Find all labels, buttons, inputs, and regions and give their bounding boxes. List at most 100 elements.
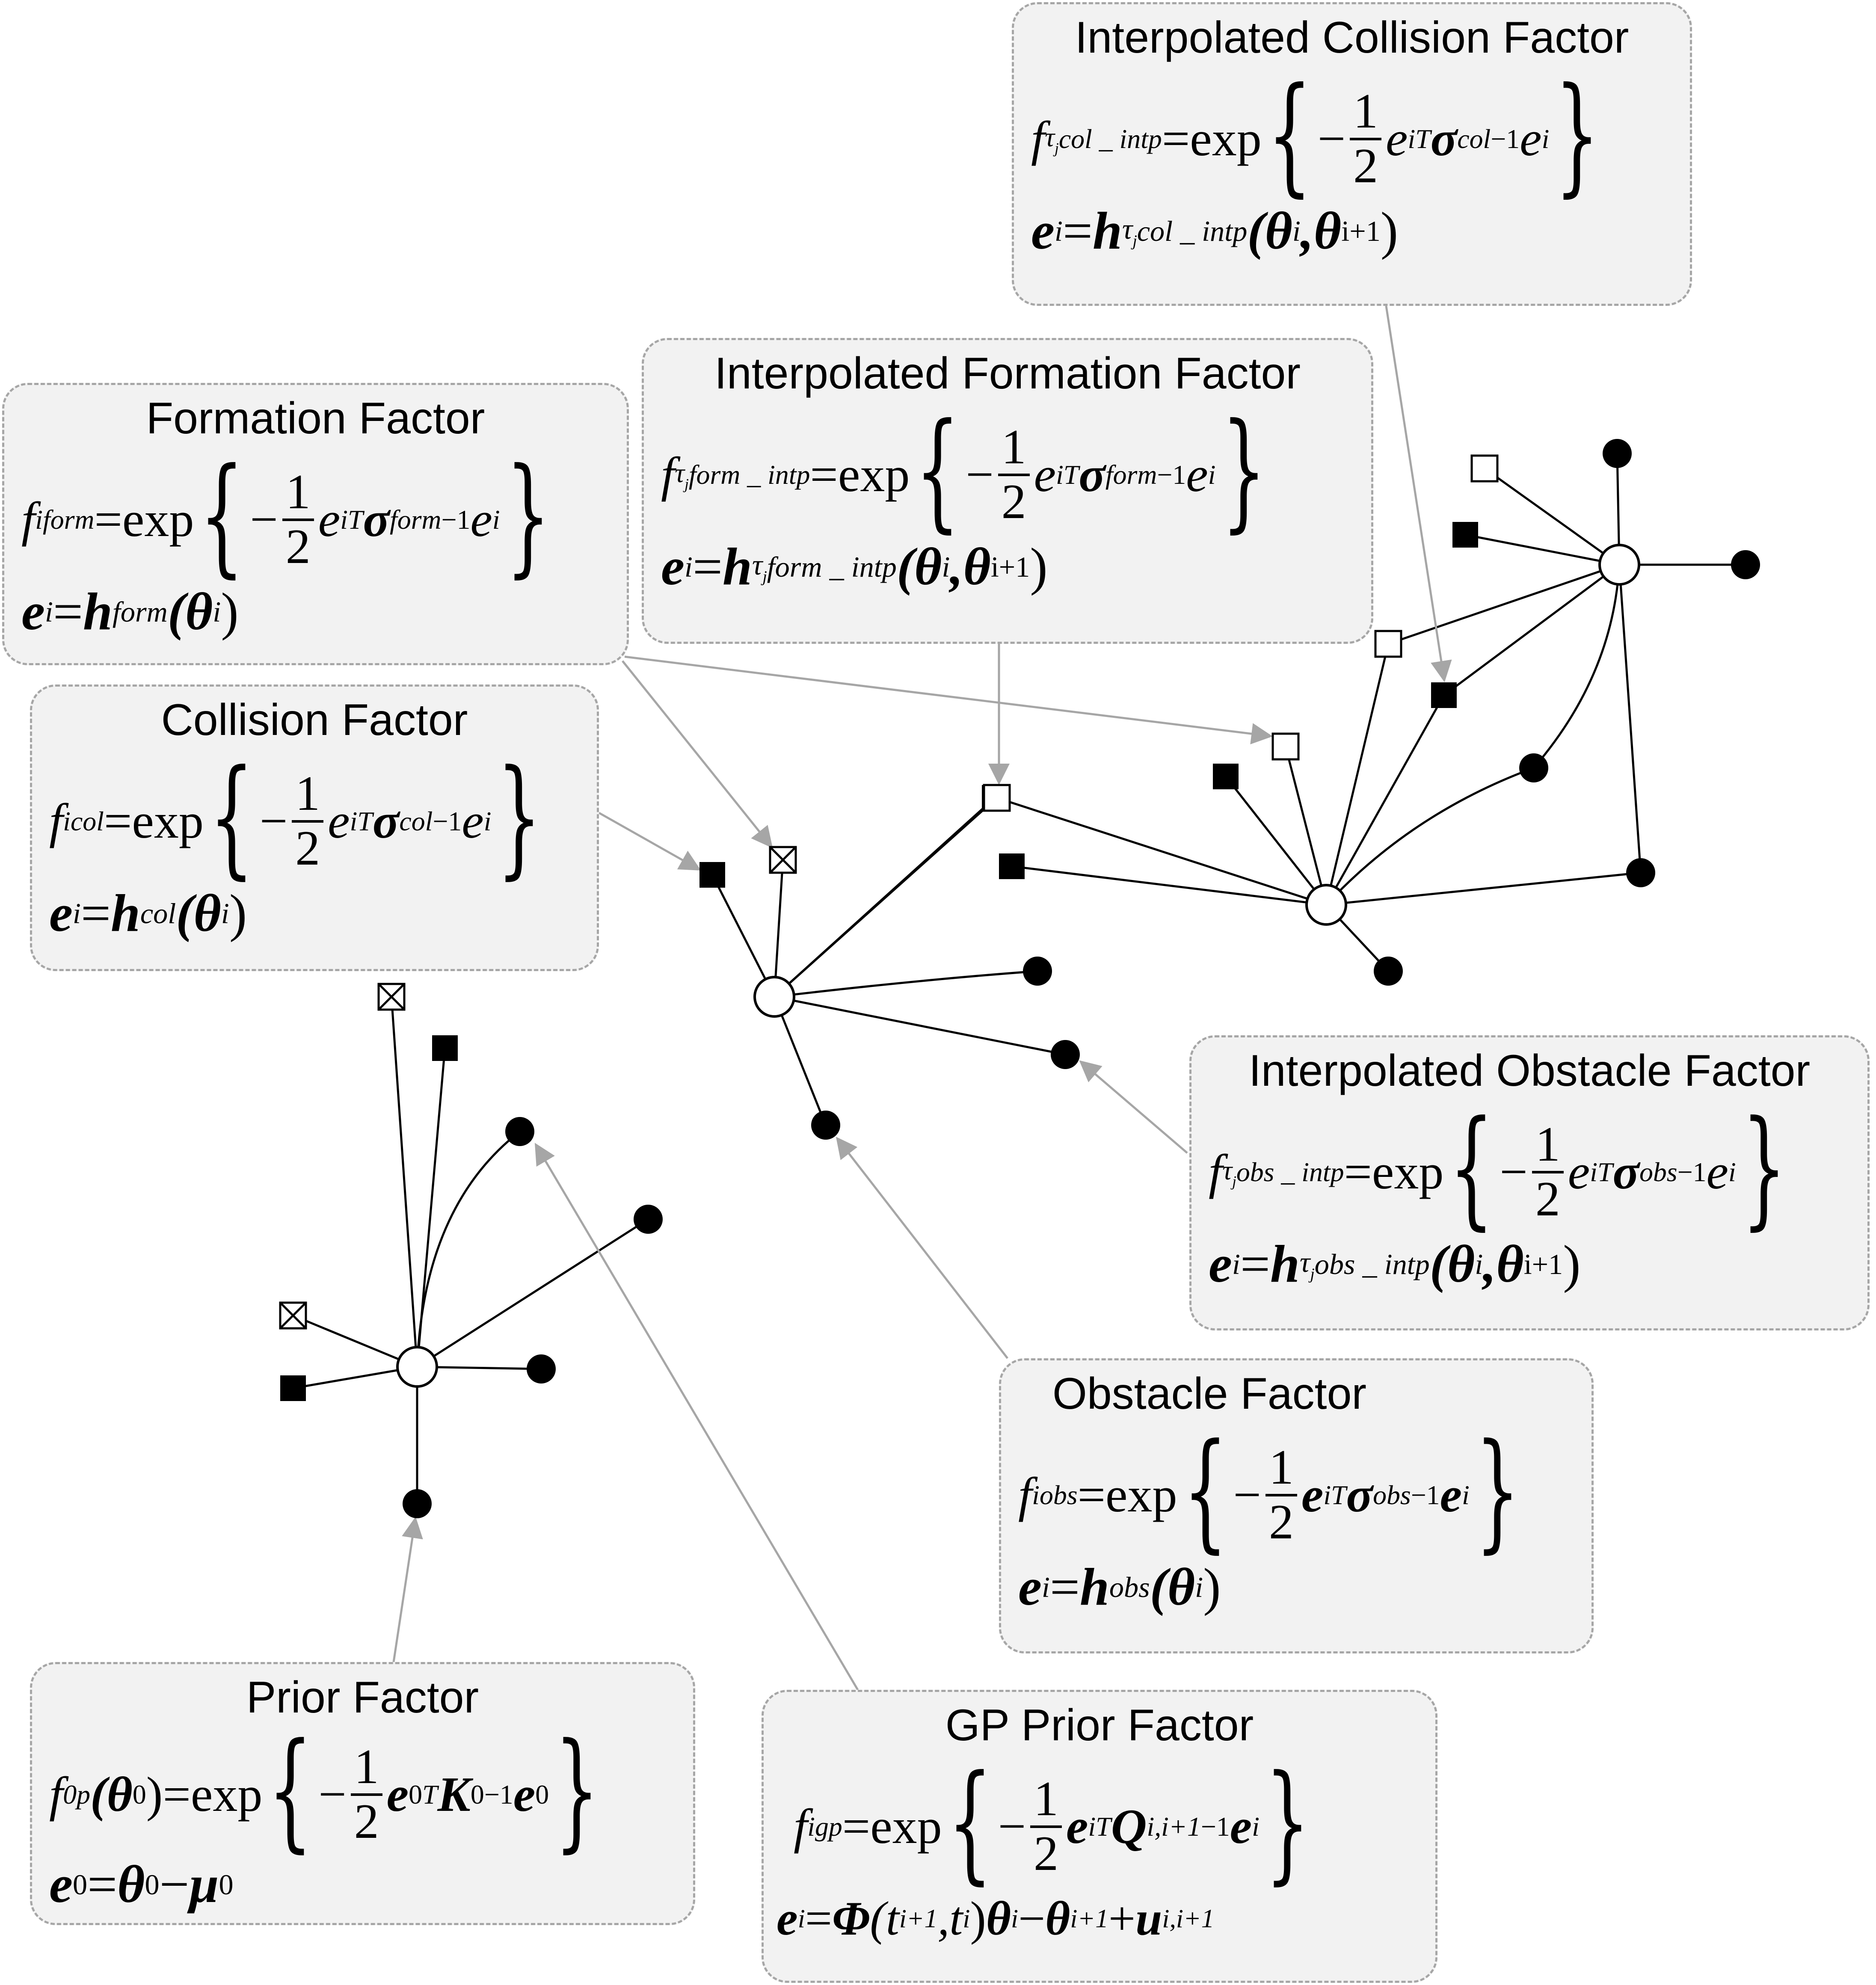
graph-edge (774, 970, 1038, 998)
factor-node-filled-circle (403, 1489, 432, 1518)
graph-edge (293, 1314, 418, 1368)
graph-edge (711, 874, 776, 998)
crossed-square-line (279, 1302, 307, 1329)
graph-edge (1326, 871, 1641, 906)
annotation-arrow (598, 812, 701, 871)
box-title: Formation Factor (146, 394, 485, 443)
graph-edge (996, 797, 1327, 906)
factor-node-filled-circle (634, 1205, 663, 1234)
graph-edge (774, 797, 998, 998)
graph-edge (1325, 694, 1445, 906)
factor-node-empty-square (1470, 454, 1499, 483)
annotation-arrow (1385, 305, 1452, 682)
factor-node-filled-circle (1023, 957, 1052, 986)
crossed-square-line (769, 846, 797, 874)
graph-edge (416, 1218, 649, 1368)
crossed-square-line (378, 983, 405, 1010)
graph-edge (773, 859, 784, 997)
graph-edge (1618, 564, 1642, 873)
variable-node (396, 1346, 438, 1388)
graph-edge (390, 996, 418, 1367)
factor-node-crossed-square (769, 846, 797, 874)
annotation-arrows (392, 305, 1452, 1691)
box-title: Interpolated Obstacle Factor (1248, 1046, 1811, 1096)
box-title: Interpolated Collision Factor (1075, 13, 1629, 62)
graph-edge (1325, 643, 1390, 905)
annotation-arrow (1079, 1060, 1188, 1154)
box-title: Obstacle Factor (1052, 1369, 1367, 1419)
box-title: GP Prior Factor (945, 1701, 1254, 1750)
factor-node-filled-circle (1051, 1040, 1080, 1069)
annotation-arrow (392, 1517, 423, 1662)
box-title: Interpolated Formation Factor (714, 349, 1301, 398)
factor-node-filled-square (1452, 522, 1478, 548)
graph-edge (1284, 746, 1328, 905)
factor-node-crossed-square (279, 1301, 307, 1330)
factor-node-filled-square (1213, 764, 1239, 789)
factor-node-filled-circle (811, 1111, 840, 1140)
factor-node-filled-square (699, 862, 725, 888)
graph-edge (1388, 563, 1620, 645)
factor-node-filled-circle (1374, 957, 1403, 986)
variable-node (1598, 544, 1640, 586)
factor-node-filled-circle (1626, 858, 1655, 887)
factor-node-filled-circle (1603, 439, 1632, 468)
graph-edge (1443, 563, 1620, 696)
variable-node (1305, 884, 1347, 926)
factor-node-filled-circle (505, 1117, 534, 1146)
factor-node-empty-square (1271, 732, 1300, 761)
factor-node-empty-square (1374, 630, 1402, 658)
graph-nodes (279, 439, 1760, 1518)
box-title: Collision Factor (161, 695, 468, 745)
graph-edge (1225, 776, 1327, 906)
factor-node-filled-square (432, 1035, 458, 1061)
annotation-arrow (622, 660, 773, 848)
factor-node-filled-square (280, 1375, 306, 1401)
box-title: Prior Factor (246, 1673, 479, 1722)
graph-edge (774, 995, 1066, 1056)
factor-node-filled-circle (1731, 550, 1760, 579)
factor-node-empty-square (983, 784, 1011, 812)
graph-edge (1325, 767, 1534, 906)
factor-node-crossed-square (377, 983, 406, 1011)
graph-edge (1465, 533, 1620, 566)
graph-edge (416, 1131, 521, 1367)
annotation-arrow (624, 655, 1273, 744)
graph-edge (1533, 564, 1621, 769)
factor-node-filled-circle (527, 1354, 556, 1384)
graph-edge (293, 1366, 418, 1390)
annotation-arrow (836, 1137, 1008, 1359)
factor-node-filled-square (1431, 682, 1457, 708)
graph-edge (1011, 865, 1327, 906)
graph-edges (293, 453, 1746, 1504)
factor-node-filled-square (999, 853, 1025, 879)
graph-edge (1484, 467, 1620, 566)
graph-edge (773, 996, 827, 1126)
annotation-arrow (534, 1143, 859, 1691)
